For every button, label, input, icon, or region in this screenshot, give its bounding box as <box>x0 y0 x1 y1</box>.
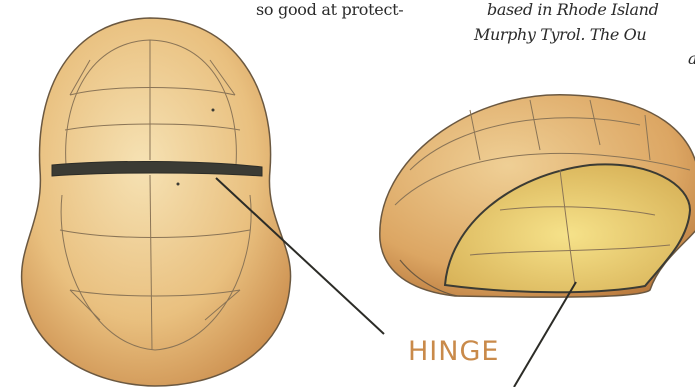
shell-top-view <box>22 18 291 386</box>
hinge-label: HINGE <box>408 336 499 367</box>
shell-side-view <box>380 95 695 297</box>
